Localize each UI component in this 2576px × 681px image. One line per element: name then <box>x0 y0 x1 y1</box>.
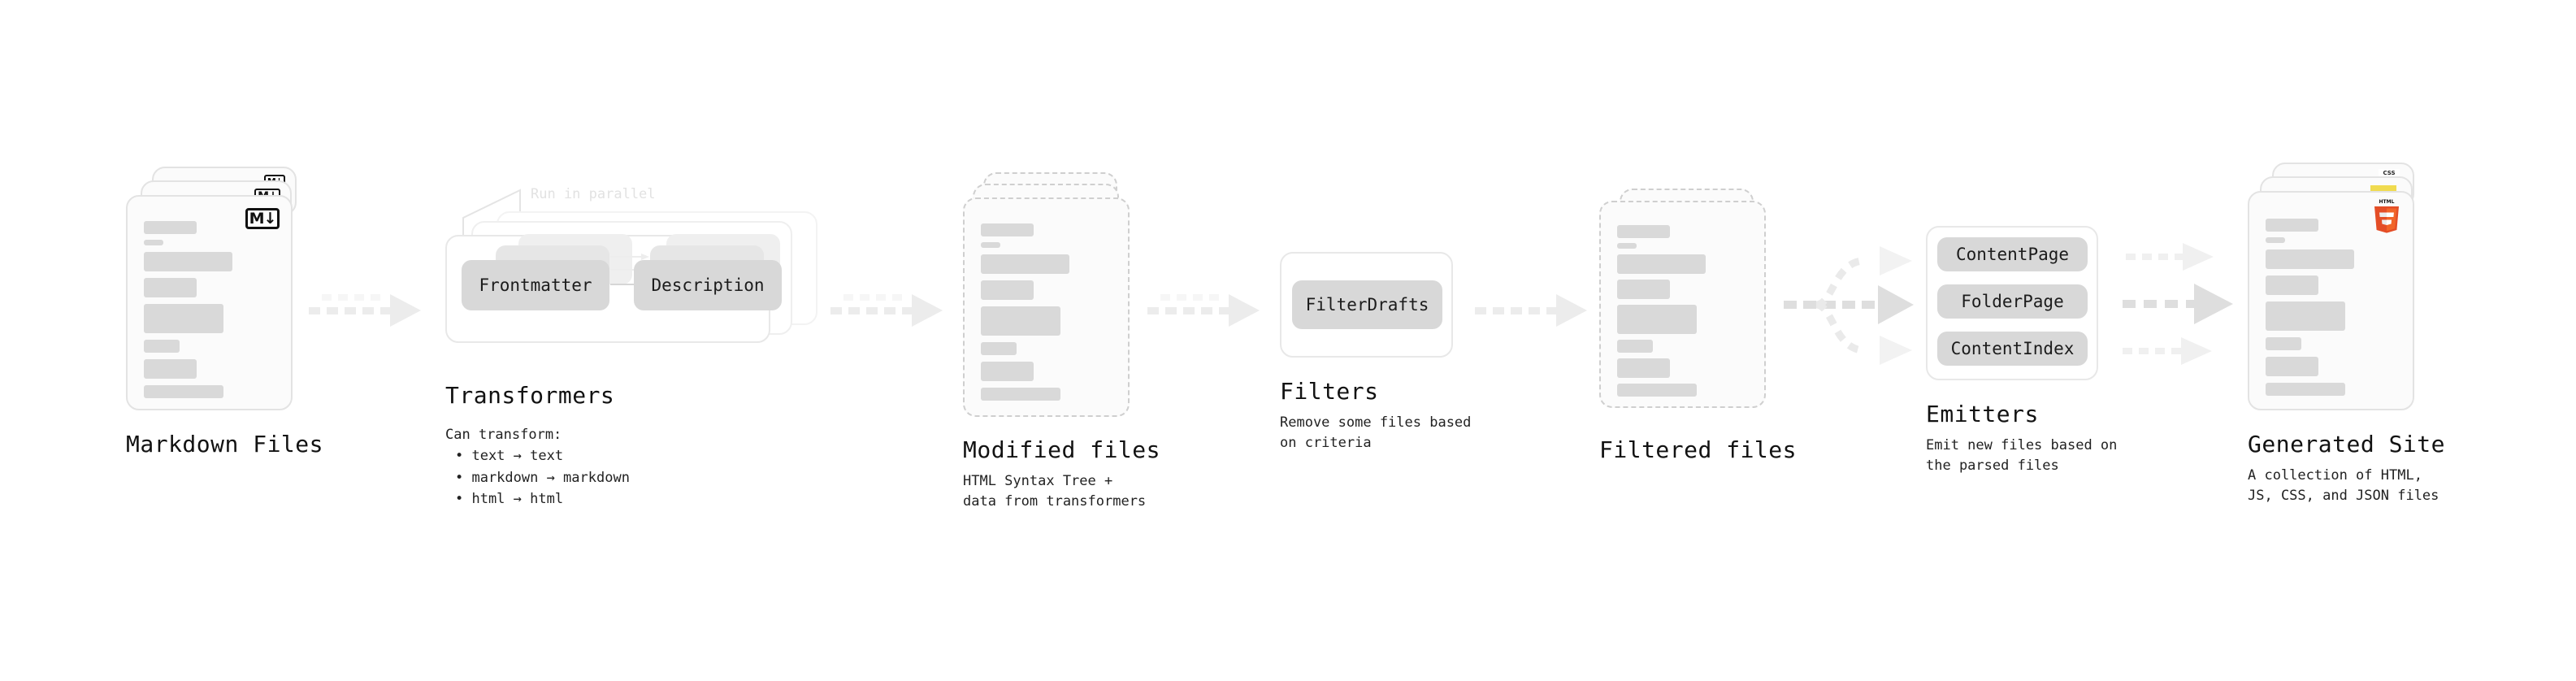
filters-pill-filterdrafts[interactable]: FilterDrafts <box>1292 280 1442 329</box>
transformers-bullet: • markdown → markdown <box>455 469 630 486</box>
skeleton-line <box>2266 237 2285 243</box>
skeleton-line <box>981 242 1000 248</box>
flow-arrow-4 <box>1475 294 1587 327</box>
emitters-pill-contentpage[interactable]: ContentPage <box>1937 237 2088 271</box>
skeleton-line <box>1617 358 1670 378</box>
flow-arrow-2 <box>830 294 943 327</box>
filtered-files-group: Filtered files <box>1599 189 1797 463</box>
skeleton-line <box>144 240 163 245</box>
skeleton-line <box>2266 337 2301 350</box>
modified-files-group: Modified files HTML Syntax Tree + data f… <box>963 172 1160 510</box>
flow-arrow-3 <box>1147 294 1260 327</box>
emitters-pill-label: ContentIndex <box>1950 339 2075 358</box>
html5-icon: HTML <box>2370 197 2403 235</box>
modified-card-front <box>963 197 1130 417</box>
html5-icon-svg: HTML <box>2374 199 2399 233</box>
flow-arrow-triple <box>2123 243 2233 365</box>
skeleton-line <box>2266 301 2345 331</box>
transformer-pill-description[interactable]: Description <box>634 260 782 310</box>
skeleton-line <box>2266 383 2345 396</box>
parallel-bracket <box>462 189 521 236</box>
filtered-card-front <box>1599 201 1766 408</box>
stage-title-filters: Filters <box>1280 378 1379 405</box>
skeleton-line <box>1617 280 1670 299</box>
filters-pill-label: FilterDrafts <box>1305 295 1429 314</box>
stage-title-emitters: Emitters <box>1926 401 2039 427</box>
markdown-card-stack: M↓ M↓ M↓ <box>126 167 297 410</box>
stage-title-generated: Generated Site <box>2248 431 2446 458</box>
svg-text:HTML: HTML <box>2379 199 2395 205</box>
emitters-pill-label: FolderPage <box>1961 292 2064 311</box>
skeleton-line <box>981 280 1034 300</box>
skeleton-line <box>1617 243 1637 249</box>
markdown-icon: M↓ <box>245 208 280 229</box>
skeleton-line <box>144 221 197 234</box>
skeleton-line <box>144 359 197 379</box>
transformers-bullet: • html → html <box>455 491 564 508</box>
filters-description: Remove some files based on criteria <box>1280 414 1472 451</box>
skeleton-line <box>144 340 180 353</box>
skeleton-line <box>2266 357 2318 376</box>
generated-site-group: CSS HTML <box>2248 163 2445 504</box>
skeleton-line <box>1617 225 1670 238</box>
flow-arrow-fanout <box>1784 246 1914 365</box>
skeleton-line <box>144 304 223 333</box>
skeleton-line <box>1617 254 1706 274</box>
parallel-label: Run in parallel <box>531 186 656 202</box>
transformers-bullet: • text → text <box>455 448 564 465</box>
skeleton-line <box>2266 219 2318 232</box>
flow-arrow-1 <box>309 294 421 327</box>
stage-title-modified: Modified files <box>963 436 1161 463</box>
generated-card-stack: CSS HTML <box>2248 163 2422 414</box>
skeleton-line <box>981 388 1060 401</box>
transformers-intro: Can transform: <box>445 427 562 443</box>
skeleton-line <box>2266 275 2318 295</box>
skeleton-line <box>2266 249 2354 269</box>
markdown-icon-label: M↓ <box>249 209 277 228</box>
generated-card-front: HTML <box>2248 191 2414 410</box>
markdown-files-group: M↓ M↓ M↓ Markdown Files <box>126 167 323 458</box>
emitters-pill-contentindex[interactable]: ContentIndex <box>1937 332 2088 366</box>
skeleton-line <box>981 342 1017 355</box>
transformer-pill-frontmatter[interactable]: Frontmatter <box>462 260 609 310</box>
stage-title-filtered: Filtered files <box>1599 436 1798 463</box>
skeleton-line <box>981 223 1034 236</box>
markdown-card-front: M↓ <box>126 195 293 410</box>
transformer-pill-label: Frontmatter <box>479 275 592 295</box>
skeleton-line <box>1617 340 1653 353</box>
stage-title-markdown: Markdown Files <box>126 431 324 458</box>
skeleton-line <box>981 254 1069 274</box>
emitters-pill-folderpage[interactable]: FolderPage <box>1937 284 2088 319</box>
skeleton-line <box>1617 384 1697 397</box>
modified-card-stack <box>963 172 1134 417</box>
transformer-pill-label: Description <box>651 275 765 295</box>
css-icon-label: CSS <box>2383 170 2396 176</box>
filtered-card-stack <box>1599 189 1770 424</box>
skeleton-line <box>144 252 232 271</box>
emitters-description: Emit new files based on the parsed files <box>1926 437 2118 474</box>
generated-description: A collection of HTML, JS, CSS, and JSON … <box>2248 467 2439 504</box>
emitters-pill-label: ContentPage <box>1955 245 2070 264</box>
skeleton-line <box>981 306 1060 336</box>
skeleton-line <box>981 362 1034 381</box>
transformers-description: Can transform: • text → text • markdown … <box>445 424 630 510</box>
skeleton-line <box>144 385 223 398</box>
skeleton-line <box>1617 305 1697 334</box>
skeleton-line <box>144 278 197 297</box>
modified-description: HTML Syntax Tree + data from transformer… <box>963 473 1147 510</box>
stage-title-transformers: Transformers <box>445 382 615 409</box>
